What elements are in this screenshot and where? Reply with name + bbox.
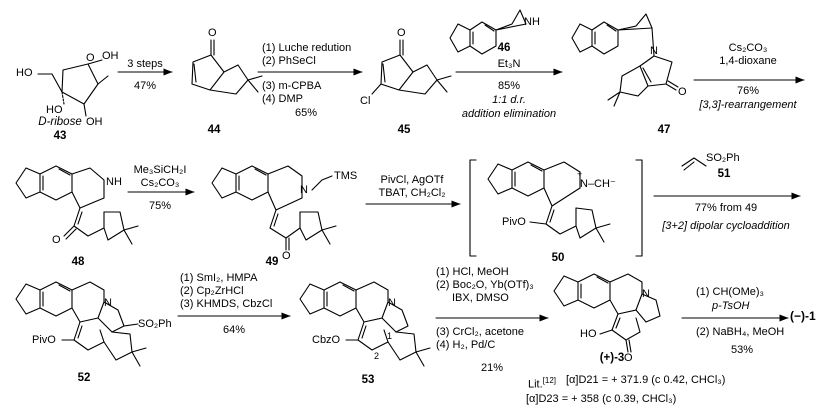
mechanism-text: [3+2] dipolar cycloaddition <box>662 220 790 232</box>
structure-3 <box>553 273 661 353</box>
atom-label: TMS <box>334 170 358 182</box>
compound-number: 47 <box>657 124 671 136</box>
structure-50 <box>487 161 611 243</box>
compound-name: D-ribose <box>38 116 82 128</box>
compound-number: 51 <box>717 168 731 180</box>
yield-text: 65% <box>294 107 318 119</box>
atom-label: HO <box>16 67 33 79</box>
compound-number: 50 <box>551 252 565 264</box>
atom-label: CbzO <box>312 334 341 346</box>
structure-51 <box>681 157 707 171</box>
reagent-text: (2) PhSeCl <box>262 55 316 67</box>
atom-label: N–CH⁻ <box>580 178 616 190</box>
atom-label: N <box>104 297 112 309</box>
atom-label: N <box>642 288 650 300</box>
atom-label: N <box>388 297 396 309</box>
mechanism-text: addition elimination <box>461 108 557 120</box>
compound-number: (+)-3 <box>599 352 625 364</box>
atom-label: Cl <box>360 95 371 107</box>
atom-label: PivO <box>32 334 56 346</box>
reagent-text: (1) CH(OMe)₃ <box>696 286 765 298</box>
yield-text: 64% <box>222 324 246 336</box>
ratio-text: 1:1 d.r. <box>492 94 526 106</box>
compound-number: 52 <box>77 372 91 384</box>
atom-label: OH <box>102 50 119 62</box>
rotation-exp-value: [α]D23 = + 358 (c 0.39, CHCl₃) <box>526 393 677 405</box>
reagent-text: (3) KHMDS, CbzCl <box>180 298 273 310</box>
reagent-text: PivCl, AgOTf <box>380 174 444 186</box>
reagent-text: IBX, DMSO <box>452 292 509 304</box>
reagent-text: (2) Cp₂ZrHCl <box>180 285 244 297</box>
compound-number: 46 <box>497 42 511 54</box>
reagent-text: (2) Boc₂O, Yb(OTf)₃ <box>436 279 534 291</box>
reagent-text: (3) CrCl₂, acetone <box>436 326 525 338</box>
reagent-text: TBAT, CH₂Cl₂ <box>378 187 446 199</box>
reagent-text: (1) HCl, MeOH <box>436 266 509 278</box>
atom-label: O <box>282 250 291 262</box>
yield-text: 75% <box>148 200 172 212</box>
reagent-text: 1,4-dioxane <box>719 55 777 67</box>
atom-label: OH <box>86 116 103 128</box>
atom-label: PivO <box>502 216 526 228</box>
atom-label: HO <box>580 328 597 340</box>
atom-label: O <box>86 52 95 64</box>
bracket-left <box>469 159 477 257</box>
mechanism-text: [3,3]-rearrangement <box>699 99 797 111</box>
structure-52 <box>15 281 147 367</box>
yield-text: 85% <box>497 80 521 92</box>
reagent-text: Cs₂CO₃ <box>728 42 768 54</box>
atom-label: NH <box>524 16 540 28</box>
structure-49 <box>211 165 337 251</box>
rotation-lit-value: [α]D21 = + 371.9 (c 0.42, CHCl₃) <box>566 374 726 386</box>
atom-label: N <box>650 45 658 57</box>
yield-text: 47% <box>133 80 157 92</box>
compound-number: 45 <box>397 124 411 136</box>
atom-label: O <box>624 352 633 364</box>
atom-label: NH <box>106 176 122 188</box>
reagent-text: p-TsOH <box>712 300 750 312</box>
structure-43 <box>37 59 109 117</box>
atom-label: O <box>678 86 687 98</box>
reagent-text: (3) m-CPBA <box>262 80 322 92</box>
structure-48 <box>15 165 139 245</box>
reagent-text: (4) DMP <box>262 93 303 105</box>
compound-number: 44 <box>207 124 221 136</box>
atom-label: SO₂Ph <box>138 318 172 330</box>
atom-label: SO₂Ph <box>706 152 740 164</box>
atom-label: HO <box>46 104 63 116</box>
compound-number: 53 <box>361 374 375 386</box>
atom-label: O <box>208 27 217 39</box>
reagent-text: 3 steps <box>127 58 163 70</box>
reagent-text: (1) SmI₂, HMPA <box>180 272 258 284</box>
compound-number: 48 <box>71 256 85 268</box>
structure-45 <box>371 39 452 95</box>
reagent-text: (2) NaBH₄, MeOH <box>696 326 785 338</box>
reagent-text: (4) H₂, Pd/C <box>436 339 496 351</box>
reagent-text: (1) Luche redution <box>262 42 352 54</box>
atom-label: N <box>300 184 308 196</box>
reagent-text: Me₃SiCH₂I <box>133 164 187 176</box>
bracket-right <box>635 159 643 257</box>
position-label: 1 <box>387 331 393 341</box>
structure-47 <box>571 13 679 107</box>
yield-text: 76% <box>736 85 760 97</box>
structure-53 <box>299 281 431 367</box>
structure-46 <box>449 9 527 55</box>
final-product-label: (−)-1 <box>790 309 816 323</box>
compound-number: 43 <box>53 130 67 142</box>
yield-text: 77% from 49 <box>694 202 758 214</box>
yield-text: 21% <box>480 362 504 374</box>
charge-plus: + <box>577 169 583 179</box>
position-label: 2 <box>374 351 380 361</box>
atom-label: O <box>397 27 406 39</box>
reagent-text: Et₃N <box>497 58 521 70</box>
yield-text: 53% <box>730 344 754 356</box>
compound-number: 49 <box>265 256 279 268</box>
rotation-lit-prefix: Lit.[12] <box>528 376 557 391</box>
structure-44 <box>191 39 263 95</box>
atom-label: O <box>52 234 61 246</box>
reagent-text: Cs₂CO₃ <box>140 177 180 189</box>
